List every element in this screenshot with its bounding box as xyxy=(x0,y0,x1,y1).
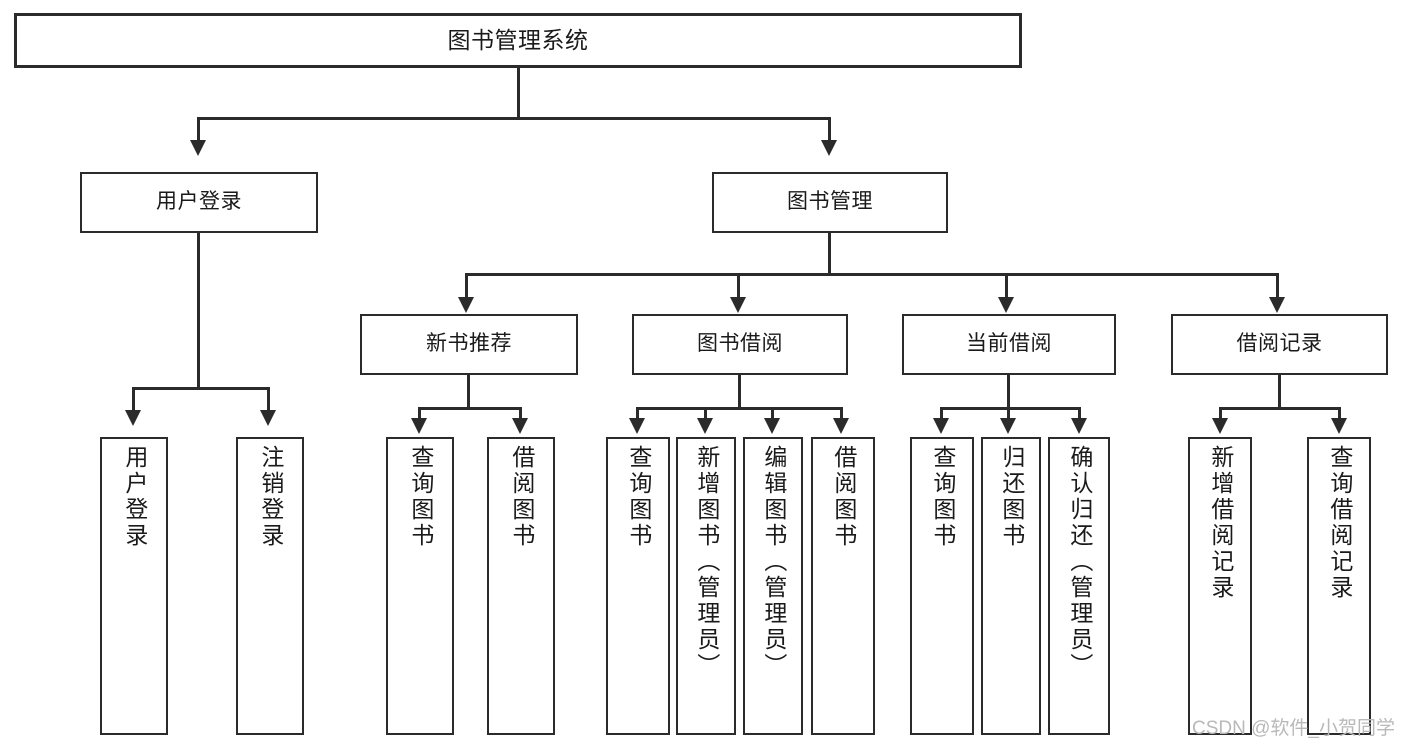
edge-user-login-branch-1 xyxy=(132,387,135,414)
node-leaf-query-book-3[interactable]: 查询图书 xyxy=(910,437,974,735)
edge-book-manage-stem xyxy=(828,233,831,273)
edge-book-borrow-branch-4 xyxy=(840,407,843,421)
node-leaf-return-book[interactable]: 归还图书 xyxy=(981,437,1041,735)
arrow-current-borrow-to-leaf-1 xyxy=(933,418,949,434)
arrow-new-book-recommend-to-leaf-2 xyxy=(512,418,528,434)
node-leaf-borrow-book-2[interactable]: 借阅图书 xyxy=(811,437,875,735)
node-book-borrow[interactable]: 图书借阅 xyxy=(632,314,848,375)
node-root-label: 图书管理系统 xyxy=(447,26,589,53)
edge-book-borrow-branch-2 xyxy=(704,407,707,421)
arrow-book-borrow-to-leaf-1 xyxy=(629,418,645,434)
node-current-borrow[interactable]: 当前借阅 xyxy=(902,314,1116,375)
arrow-book-manage-to-book-borrow xyxy=(730,297,746,313)
node-leaf-user-login-label: 用户登录 xyxy=(121,445,148,549)
edge-book-borrow-stem xyxy=(738,375,741,407)
edge-new-book-recommend-bus xyxy=(418,407,522,410)
node-leaf-query-book-3-label: 查询图书 xyxy=(929,445,956,549)
edge-current-borrow-stem xyxy=(1007,375,1010,407)
arrow-borrow-record-to-leaf-2 xyxy=(1331,418,1347,434)
node-leaf-user-logout[interactable]: 注销登录 xyxy=(236,437,304,735)
arrow-borrow-record-to-leaf-1 xyxy=(1212,418,1228,434)
node-user-login-label: 用户登录 xyxy=(156,190,242,214)
node-leaf-edit-book[interactable]: 编辑图书（管理员） xyxy=(743,437,803,735)
edge-book-manage-branch-2 xyxy=(737,273,740,301)
node-new-book-recommend-label: 新书推荐 xyxy=(426,332,512,356)
node-leaf-query-book-1[interactable]: 查询图书 xyxy=(386,437,454,735)
edge-new-book-recommend-stem xyxy=(467,375,470,407)
node-leaf-borrow-book-1-label: 借阅图书 xyxy=(508,445,535,549)
edge-borrow-record-branch-2 xyxy=(1338,407,1341,421)
node-leaf-confirm-return-label: 确认归还（管理员） xyxy=(1066,445,1093,679)
edge-current-borrow-branch-2 xyxy=(1007,407,1010,421)
node-leaf-query-book-2-label: 查询图书 xyxy=(625,445,652,549)
node-leaf-edit-book-label: 编辑图书（管理员） xyxy=(760,445,787,679)
edge-user-login-stem xyxy=(197,233,200,387)
edge-new-book-recommend-branch-1 xyxy=(418,407,421,421)
node-current-borrow-label: 当前借阅 xyxy=(966,332,1052,356)
arrow-user-login-to-leaf-1 xyxy=(125,410,141,426)
arrow-current-borrow-to-leaf-3 xyxy=(1071,418,1087,434)
edge-borrow-record-stem xyxy=(1278,375,1281,407)
node-leaf-query-book-2[interactable]: 查询图书 xyxy=(606,437,670,735)
edge-root-stem xyxy=(517,68,520,117)
node-leaf-borrow-book-2-label: 借阅图书 xyxy=(830,445,857,549)
edge-root-to-book-manage xyxy=(828,117,831,144)
arrow-root-to-user-login xyxy=(190,140,206,156)
arrow-book-manage-to-current-borrow xyxy=(998,297,1014,313)
edge-book-manage-bus xyxy=(465,273,1279,276)
edge-book-manage-branch-3 xyxy=(1005,273,1008,301)
node-leaf-query-borrow-record[interactable]: 查询借阅记录 xyxy=(1307,437,1371,735)
edge-user-login-branch-2 xyxy=(267,387,270,414)
node-root[interactable]: 图书管理系统 xyxy=(14,13,1022,68)
node-leaf-add-borrow-record-label: 新增借阅记录 xyxy=(1207,445,1234,601)
node-leaf-query-book-1-label: 查询图书 xyxy=(407,445,434,549)
node-leaf-user-logout-label: 注销登录 xyxy=(257,445,284,549)
node-leaf-query-borrow-record-label: 查询借阅记录 xyxy=(1326,445,1353,601)
node-book-borrow-label: 图书借阅 xyxy=(697,332,783,356)
node-borrow-record[interactable]: 借阅记录 xyxy=(1171,314,1388,375)
edge-current-borrow-branch-1 xyxy=(940,407,943,421)
arrow-user-login-to-leaf-2 xyxy=(260,410,276,426)
node-new-book-recommend[interactable]: 新书推荐 xyxy=(360,314,578,375)
node-leaf-return-book-label: 归还图书 xyxy=(998,445,1025,549)
edge-book-manage-branch-4 xyxy=(1276,273,1279,301)
edge-root-to-user-login xyxy=(197,117,200,144)
edge-book-borrow-bus xyxy=(636,407,843,410)
edge-current-borrow-branch-3 xyxy=(1078,407,1081,421)
node-leaf-add-book-label: 新增图书（管理员） xyxy=(693,445,720,679)
node-borrow-record-label: 借阅记录 xyxy=(1236,332,1323,356)
node-leaf-add-book[interactable]: 新增图书（管理员） xyxy=(676,437,736,735)
csdn-watermark: CSDN @软件_小贺同学 xyxy=(1192,718,1395,739)
edge-root-bus xyxy=(197,117,831,120)
node-book-manage-label: 图书管理 xyxy=(787,190,873,214)
edge-new-book-recommend-branch-2 xyxy=(519,407,522,421)
edge-book-manage-branch-1 xyxy=(465,273,468,301)
arrow-book-borrow-to-leaf-2 xyxy=(697,418,713,434)
edge-user-login-bus xyxy=(132,387,270,390)
edge-book-borrow-branch-3 xyxy=(771,407,774,421)
node-leaf-confirm-return[interactable]: 确认归还（管理员） xyxy=(1048,437,1110,735)
arrow-new-book-recommend-to-leaf-1 xyxy=(411,418,427,434)
edge-current-borrow-bus xyxy=(940,407,1081,410)
arrow-book-manage-to-new-book-recommend xyxy=(458,297,474,313)
node-leaf-add-borrow-record[interactable]: 新增借阅记录 xyxy=(1188,437,1252,735)
arrow-current-borrow-to-leaf-2 xyxy=(1000,418,1016,434)
arrow-book-borrow-to-leaf-3 xyxy=(764,418,780,434)
arrow-root-to-book-manage xyxy=(821,140,837,156)
node-book-manage[interactable]: 图书管理 xyxy=(712,172,948,233)
edge-borrow-record-bus xyxy=(1219,407,1341,410)
edge-book-borrow-branch-1 xyxy=(636,407,639,421)
node-user-login[interactable]: 用户登录 xyxy=(80,172,318,233)
edge-borrow-record-branch-1 xyxy=(1219,407,1222,421)
node-leaf-borrow-book-1[interactable]: 借阅图书 xyxy=(487,437,555,735)
node-leaf-user-login[interactable]: 用户登录 xyxy=(100,437,168,735)
arrow-book-manage-to-borrow-record xyxy=(1269,297,1285,313)
arrow-book-borrow-to-leaf-4 xyxy=(833,418,849,434)
